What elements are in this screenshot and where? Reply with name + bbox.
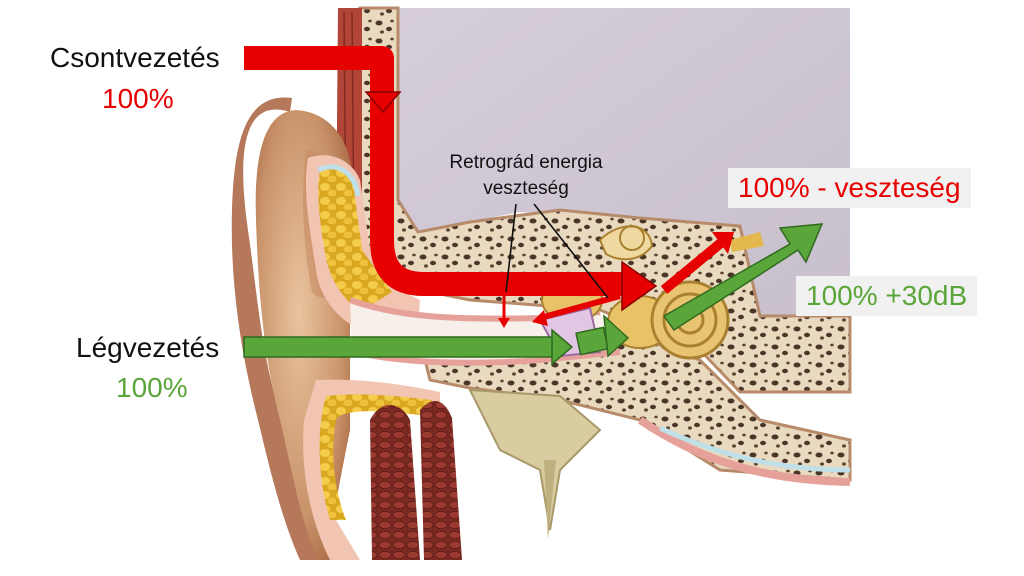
retrograde-loss-label: Retrográd energia veszteség [436,150,616,202]
bone-conduction-percent: 100% [102,83,174,114]
bone-result-arrow [660,238,726,294]
retrograde-loss-line2: veszteség [483,178,569,199]
air-conduction-percent: 100% [116,372,188,403]
air-result-box: 100% +30dB [796,276,978,316]
bone-conduction-label: Csontvezetés [50,42,220,73]
bone-conduction-path [244,46,628,296]
air-result-arrow [662,223,824,332]
air-conduction-path [243,336,557,358]
air-conduction-label: Légvezetés [76,332,220,363]
retrograde-loss-line1: Retrográd energia [449,152,603,173]
bone-result-box: 100% - veszteség [728,168,971,208]
bone-conduction-arrowhead [621,260,658,312]
